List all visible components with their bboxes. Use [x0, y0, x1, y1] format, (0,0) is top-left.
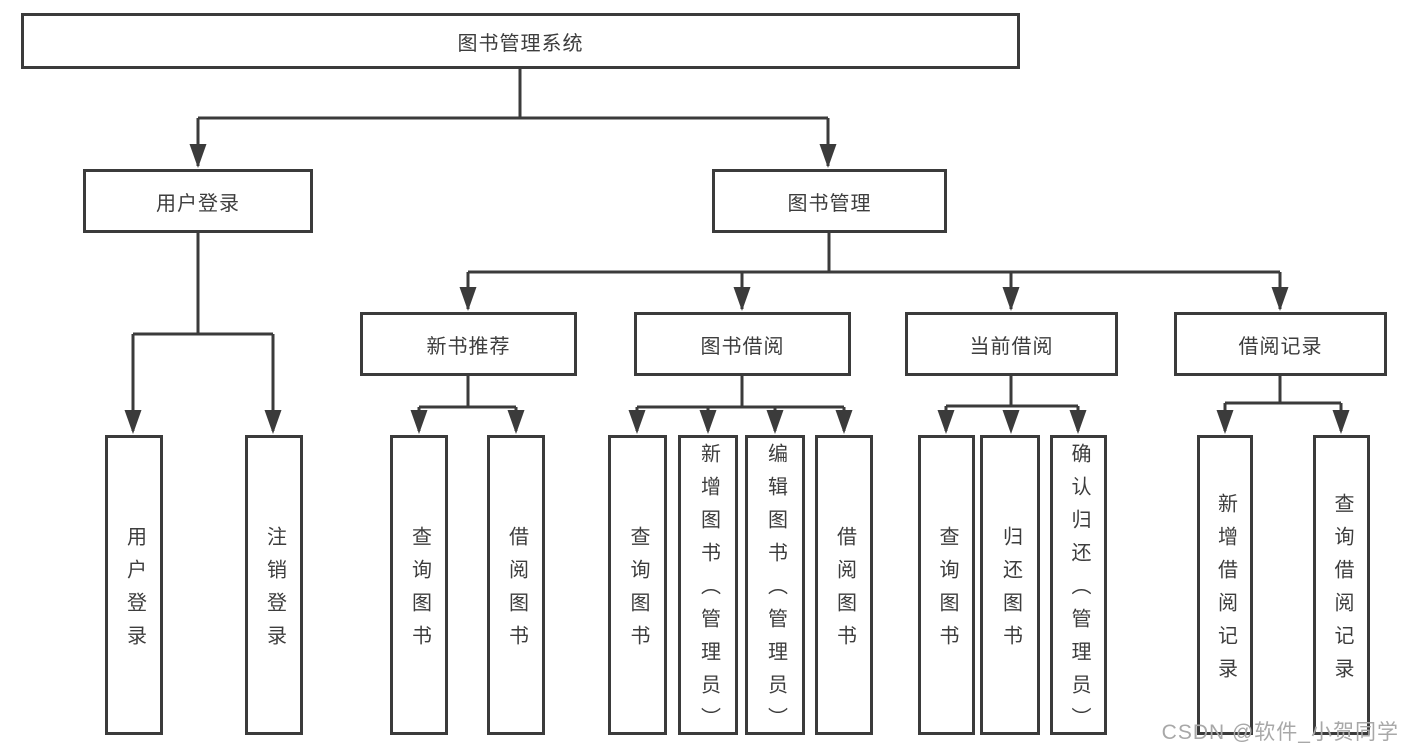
node-cb-query-books: 查询图书 — [918, 435, 975, 735]
node-label: 图书管理系统 — [457, 32, 584, 55]
node-cb-confirm-return-admin: 确认归还（管理员） — [1050, 435, 1107, 740]
node-label: 新书推荐 — [426, 335, 511, 358]
node-label: 注销登录 — [263, 525, 286, 658]
connector-book-borrow-split — [635, 376, 846, 431]
connector-user-login-split — [131, 233, 275, 431]
csdn-watermark: CSDN @软件_小贺同学 — [1161, 721, 1399, 744]
node-br-query-record: 查询借阅记录 — [1313, 435, 1370, 735]
node-label: 用户登录 — [156, 192, 240, 215]
node-nbr-borrow-books: 借阅图书 — [487, 435, 545, 735]
node-label: 当前借阅 — [969, 335, 1054, 358]
node-label: 图书管理 — [787, 192, 872, 215]
node-nbr-query-books: 查询图书 — [390, 435, 448, 735]
node-label: 借阅记录 — [1238, 335, 1323, 358]
node-current-borrow: 当前借阅 — [905, 312, 1118, 376]
node-user-login-leaf: 用户登录 — [105, 435, 163, 735]
node-borrow-record: 借阅记录 — [1174, 312, 1387, 376]
node-book-borrow: 图书借阅 — [634, 312, 851, 376]
node-label: 查询图书 — [408, 525, 431, 658]
node-bb-edit-books-admin: 编辑图书（管理员） — [745, 435, 805, 740]
node-label: 查询图书 — [936, 525, 958, 658]
node-label: 归还图书 — [999, 525, 1022, 658]
connector-current-borrow-split — [944, 376, 1080, 431]
node-user-login: 用户登录 — [83, 169, 313, 233]
node-label: 查询图书 — [627, 525, 649, 658]
node-bb-borrow-books: 借阅图书 — [815, 435, 873, 735]
connector-borrow-record-split — [1223, 376, 1343, 431]
node-label: 用户登录 — [123, 525, 146, 658]
node-logout: 注销登录 — [245, 435, 303, 735]
node-label: 确认归还（管理员） — [1068, 443, 1090, 740]
node-library-system: 图书管理系统 — [21, 13, 1020, 69]
node-book-management: 图书管理 — [712, 169, 947, 233]
node-new-book-recommend: 新书推荐 — [360, 312, 577, 376]
node-label: 新增图书（管理员） — [697, 443, 720, 740]
node-cb-return-books: 归还图书 — [980, 435, 1040, 735]
node-bb-add-books-admin: 新增图书（管理员） — [678, 435, 738, 740]
node-label: 借阅图书 — [505, 525, 528, 658]
node-label: 查询借阅记录 — [1331, 492, 1353, 691]
connector-book-management-split — [466, 233, 1282, 309]
node-bb-query-books: 查询图书 — [608, 435, 667, 735]
node-label: 编辑图书（管理员） — [764, 443, 787, 740]
node-label: 新增借阅记录 — [1214, 492, 1237, 691]
node-label: 借阅图书 — [833, 525, 856, 658]
node-label: 图书借阅 — [700, 335, 785, 358]
node-br-add-record: 新增借阅记录 — [1197, 435, 1253, 735]
connector-root-split — [196, 69, 830, 166]
connector-new-book-rec-split — [417, 376, 518, 431]
